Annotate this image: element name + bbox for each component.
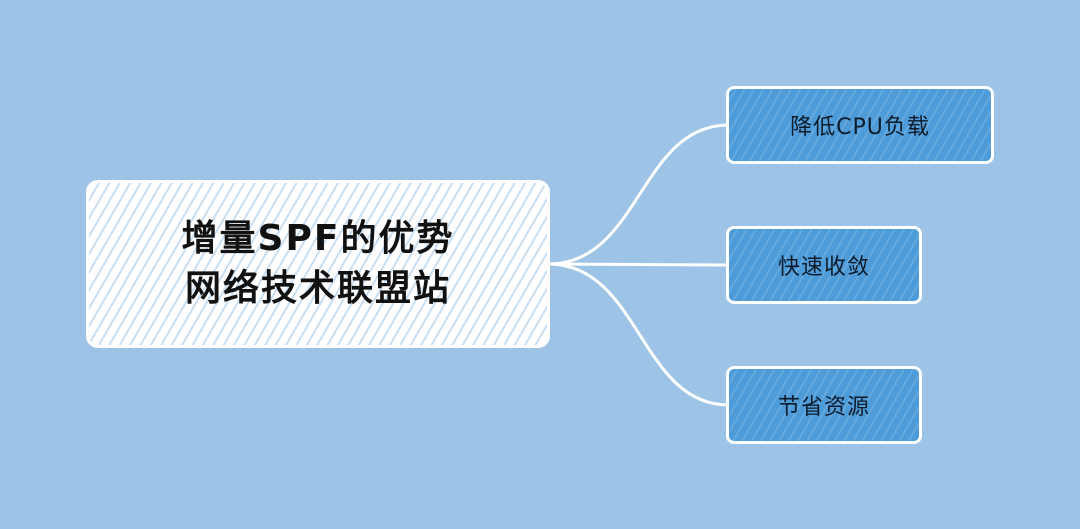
child-node-save-resources: 节省资源 [726, 366, 922, 444]
child-label: 降低CPU负载 [790, 115, 930, 140]
child-label: 快速收敛 [777, 255, 870, 280]
connector-to-child-2 [548, 262, 730, 407]
root-topic-node: 增量SPF的优势 网络技术联盟站 [86, 180, 550, 348]
child-label: 节省资源 [777, 395, 870, 420]
root-title-line-2: 网络技术联盟站 [184, 268, 451, 309]
child-node-fast-convergence: 快速收敛 [726, 226, 922, 304]
connector-to-child-0 [548, 123, 730, 266]
root-title-line-1: 增量SPF的优势 [181, 218, 455, 259]
connector-to-child-1 [548, 262, 730, 267]
child-node-reduce-cpu-load: 降低CPU负载 [726, 86, 994, 164]
